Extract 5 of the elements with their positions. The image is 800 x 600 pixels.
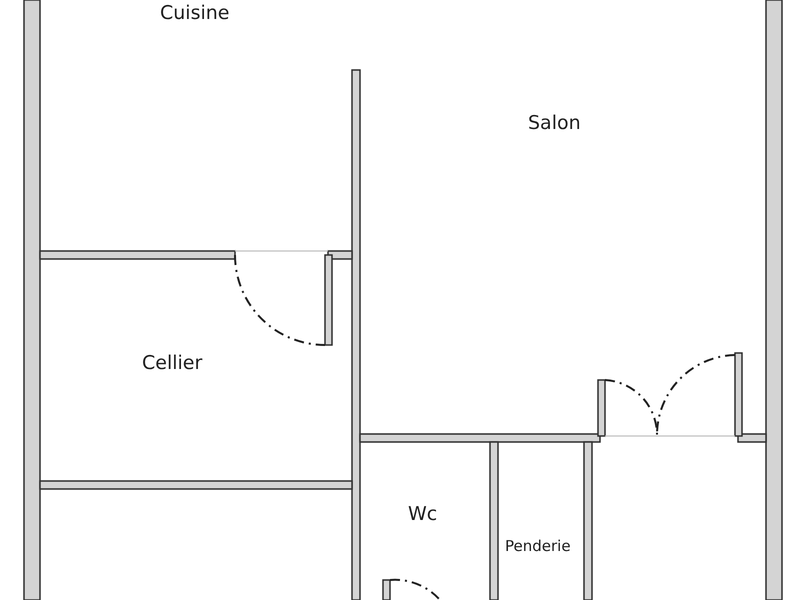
room-label: Penderie	[505, 537, 571, 555]
room-label: Cuisine	[160, 2, 230, 24]
room-label: Wc	[408, 503, 438, 525]
room-label: Salon	[528, 112, 581, 134]
room-label: Cellier	[142, 352, 202, 374]
